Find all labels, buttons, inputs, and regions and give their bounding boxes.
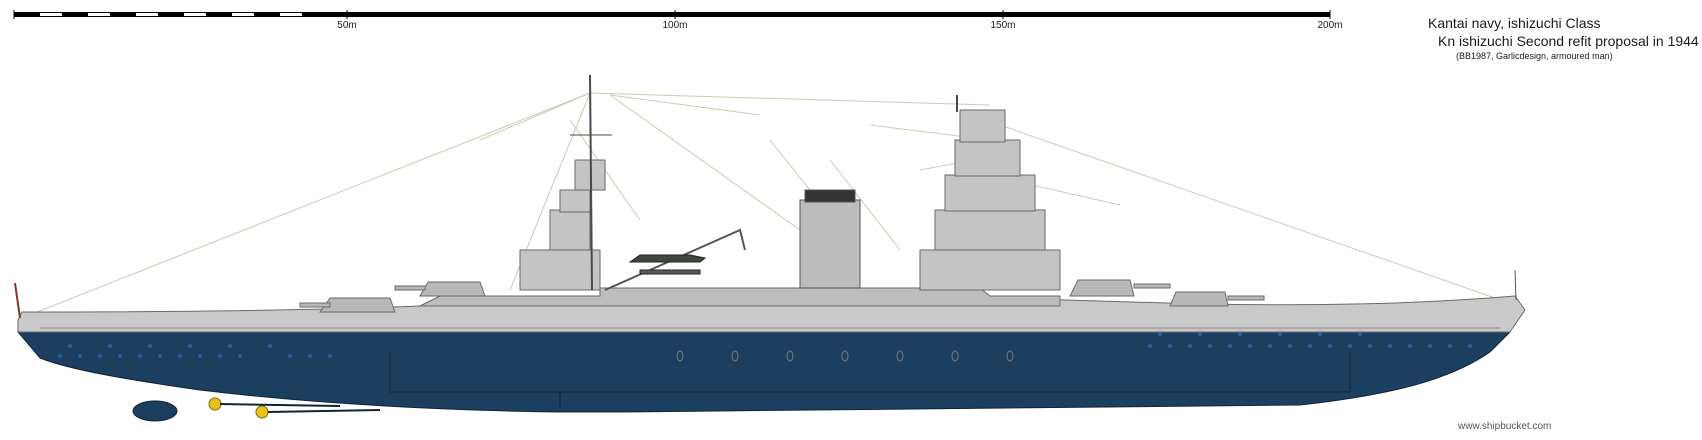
watermark: www.shipbucket.com bbox=[1458, 421, 1552, 432]
forward-turret-b bbox=[1069, 279, 1171, 297]
rudder bbox=[132, 400, 178, 422]
title-block: Kantai navy, ishizuchi Class Kn ishizuch… bbox=[1428, 14, 1699, 62]
main-deck-superstructure bbox=[419, 287, 1061, 307]
ship-class-title: Kantai navy, ishizuchi Class bbox=[1428, 15, 1601, 31]
credits-line: (BB1987, Garlicdesign, armoured man) bbox=[1456, 51, 1613, 61]
aft-turret-y bbox=[394, 281, 486, 297]
lower-hull bbox=[16, 331, 1512, 413]
aircraft-crane bbox=[604, 228, 746, 291]
portholes bbox=[58, 332, 1472, 358]
scale-bar: 50m 100m 150m 200m bbox=[0, 0, 1702, 40]
propeller-shafts bbox=[219, 403, 381, 413]
pagoda-tower bbox=[919, 109, 1061, 291]
scale-tick-100m: 100m bbox=[662, 20, 688, 31]
propellers bbox=[208, 397, 269, 419]
funnel bbox=[799, 189, 861, 289]
scale-tick-150m: 150m bbox=[990, 20, 1016, 31]
ship-name-subtitle: Kn ishizuchi Second refit proposal in 19… bbox=[1438, 33, 1699, 49]
scale-tick-200m: 200m bbox=[1317, 20, 1343, 31]
forward-turret-a bbox=[1169, 291, 1265, 307]
jack-staff bbox=[1514, 269, 1517, 301]
armour-belt-line-2 bbox=[559, 391, 1280, 408]
rigging-lines bbox=[21, 92, 1516, 319]
hull-ovals bbox=[676, 350, 1014, 362]
aft-turret-x bbox=[299, 297, 396, 313]
seaplane bbox=[628, 254, 707, 275]
scale-tick-50m: 50m bbox=[337, 20, 357, 31]
main-mast bbox=[589, 74, 593, 291]
scale-bar-graphic bbox=[13, 10, 1331, 19]
stern-flagstaff bbox=[14, 282, 21, 319]
